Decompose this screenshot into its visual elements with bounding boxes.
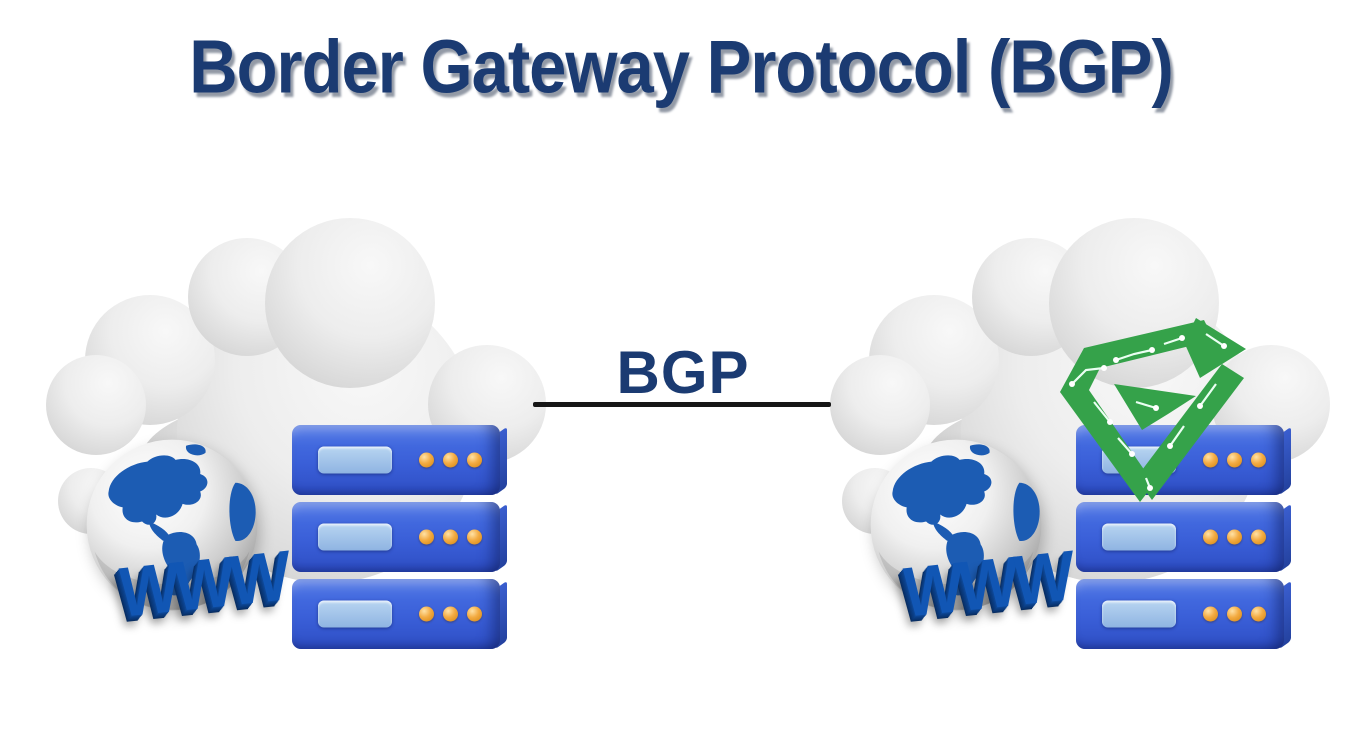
server-panel: [318, 523, 392, 551]
globe-continents: [892, 444, 1040, 596]
server-unit: [1076, 502, 1284, 572]
led-indicator: [1251, 529, 1266, 545]
server-panel: [1102, 600, 1176, 628]
led-indicator: [419, 452, 434, 468]
page-title: Border Gateway Protocol (BGP): [189, 25, 1174, 110]
led-indicator: [419, 606, 434, 622]
led-indicator: [1227, 529, 1242, 545]
led-indicator: [1251, 606, 1266, 622]
logo-circuit-nodes: [1069, 335, 1227, 491]
led-indicator: [467, 606, 482, 622]
globe-shading: [94, 551, 250, 610]
www-3d-label: WWW: [902, 535, 1071, 633]
server-unit: [292, 425, 500, 495]
led-indicator: [443, 606, 458, 622]
led-indicator: [467, 452, 482, 468]
led-indicator: [1227, 606, 1242, 622]
server-unit: [1076, 579, 1284, 649]
led-indicator: [467, 529, 482, 545]
led-indicator: [419, 529, 434, 545]
www-3d-label: WWW: [118, 535, 287, 633]
led-group: [419, 606, 482, 622]
led-group: [419, 529, 482, 545]
globe-shading: [878, 551, 1034, 610]
logo-diamond-shape: [1060, 318, 1246, 502]
server-stack-icon: [1076, 425, 1284, 656]
led-indicator: [443, 529, 458, 545]
left-network-node: WWW: [0, 0, 560, 734]
server-unit: [292, 502, 500, 572]
globe-icon: [86, 439, 258, 611]
circuit-diamond-logo: [1060, 318, 1246, 502]
led-group: [419, 452, 482, 468]
bgp-link-line: [533, 402, 831, 407]
server-stack-icon: [292, 425, 500, 656]
right-network-node: WWW: [784, 0, 1344, 734]
server-unit: [292, 579, 500, 649]
bgp-link-label: BGP: [616, 339, 750, 406]
led-indicator: [1203, 529, 1218, 545]
cloud-puff: [1049, 218, 1219, 388]
globe-icon: [870, 439, 1042, 611]
server-panel: [318, 446, 392, 474]
server-panel: [1102, 523, 1176, 551]
cloud-puff: [46, 355, 146, 455]
cloud-puff: [830, 355, 930, 455]
led-group: [1203, 529, 1266, 545]
led-group: [1203, 606, 1266, 622]
globe-continents: [108, 444, 256, 596]
logo-circuit-traces: [1071, 333, 1225, 489]
led-indicator: [1251, 452, 1266, 468]
led-indicator: [443, 452, 458, 468]
led-indicator: [1203, 452, 1218, 468]
led-group: [1203, 452, 1266, 468]
led-indicator: [1203, 606, 1218, 622]
cloud-puff: [265, 218, 435, 388]
server-panel: [318, 600, 392, 628]
led-indicator: [1227, 452, 1242, 468]
